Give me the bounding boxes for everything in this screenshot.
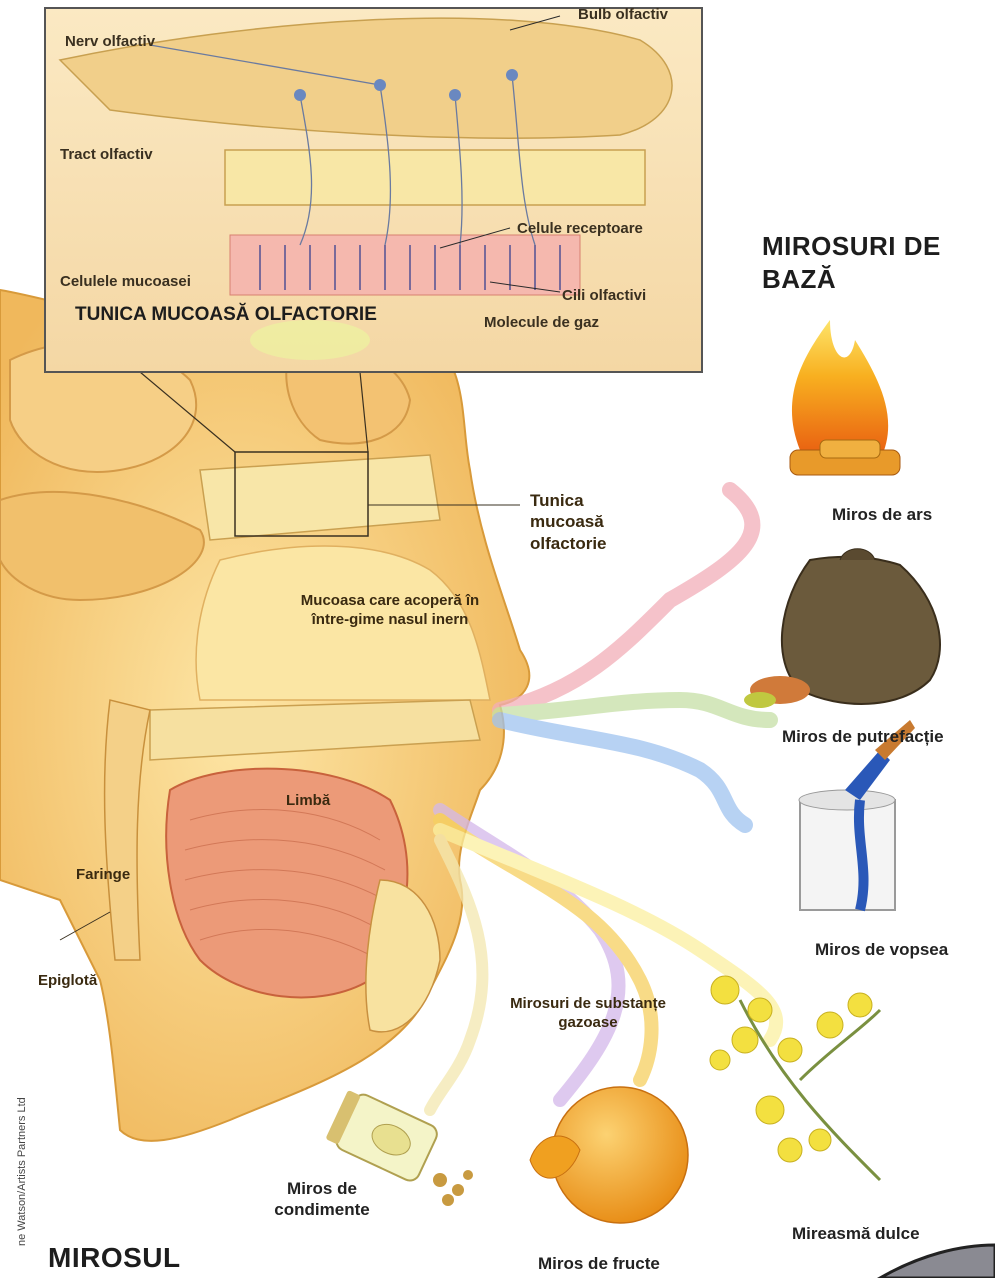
orange-fruit-icon [530, 1087, 688, 1223]
basic-odors-title: MIROSURI DE BAZĂ [762, 230, 992, 295]
label-burnt-odor: Miros de ars [832, 505, 932, 525]
image-credit: ne Watson/Artists Partners Ltd [16, 1086, 28, 1246]
label-cilia: Cili olfactivi [562, 287, 646, 304]
head-section [0, 290, 529, 1141]
label-gas-molecules: Molecule de gaz [484, 314, 599, 331]
label-nerve: Nerv olfactiv [65, 33, 155, 50]
fire-icon [790, 320, 900, 475]
label-sweet-odor: Mireasmă dulce [792, 1224, 920, 1244]
label-tract: Tract olfactiv [60, 146, 153, 163]
label-gaseous-substances: Mirosuri de substanțe gazoase [488, 995, 688, 1033]
label-paint-odor: Miros de vopsea [815, 940, 948, 960]
label-receptor-cells: Celule receptoare [517, 220, 643, 237]
label-putrefaction-odor: Miros de putrefacție [782, 727, 944, 747]
dish-corner [880, 1245, 995, 1278]
label-tongue: Limbă [286, 792, 330, 809]
label-mucosa-cells: Celulele mucoasei [60, 273, 191, 290]
label-olfactory-mucosa: Tunica mucoasă olfactorie [530, 490, 650, 554]
label-spices-odor: Miros de condimente [272, 1178, 372, 1221]
paint-can-icon [799, 720, 915, 910]
inset-title: TUNICA MUCOASĂ OLFACTORIE [75, 304, 377, 326]
label-nasal-mucosa: Mucoasa care acoperă în între-gime nasul… [300, 592, 480, 630]
garbage-bag-icon [744, 549, 940, 708]
label-epiglottis: Epiglotă [38, 972, 97, 989]
label-bulb: Bulb olfactiv [578, 6, 668, 25]
label-fruit-odor: Miros de fructe [538, 1254, 660, 1274]
page-title: MIROSUL [48, 1242, 181, 1274]
label-pharynx: Faringe [76, 866, 130, 883]
flower-sprig-icon [710, 976, 880, 1180]
